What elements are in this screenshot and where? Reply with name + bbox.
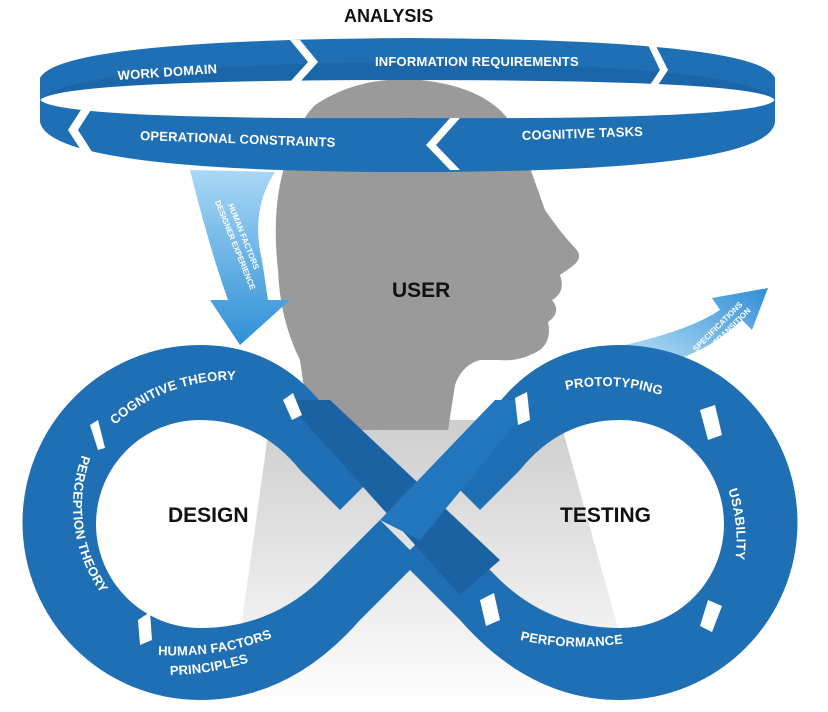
analysis-title: ANALYSIS <box>344 6 433 26</box>
ring-item-operational-constraints: OPERATIONAL CONSTRAINTS <box>140 128 336 150</box>
cross-band-b <box>380 400 535 540</box>
human-factors-arrow <box>190 170 290 345</box>
design-label: DESIGN <box>168 504 249 527</box>
ring-item-work-domain: WORK DOMAIN <box>117 61 217 83</box>
ring-item-information-requirements: INFORMATION REQUIREMENTS <box>375 54 579 69</box>
testing-label: TESTING <box>560 504 651 527</box>
analysis-ring: WORK DOMAIN INFORMATION REQUIREMENTS OPE… <box>40 38 775 172</box>
specifications-arrow <box>625 288 768 368</box>
user-label: USER <box>392 279 450 302</box>
ring-item-cognitive-tasks: COGNITIVE TASKS <box>522 124 644 143</box>
infinity-loop: COGNITIVE THEORY PERCEPTION THEORY HUMAN… <box>22 345 798 700</box>
cross-band-a <box>285 400 500 595</box>
